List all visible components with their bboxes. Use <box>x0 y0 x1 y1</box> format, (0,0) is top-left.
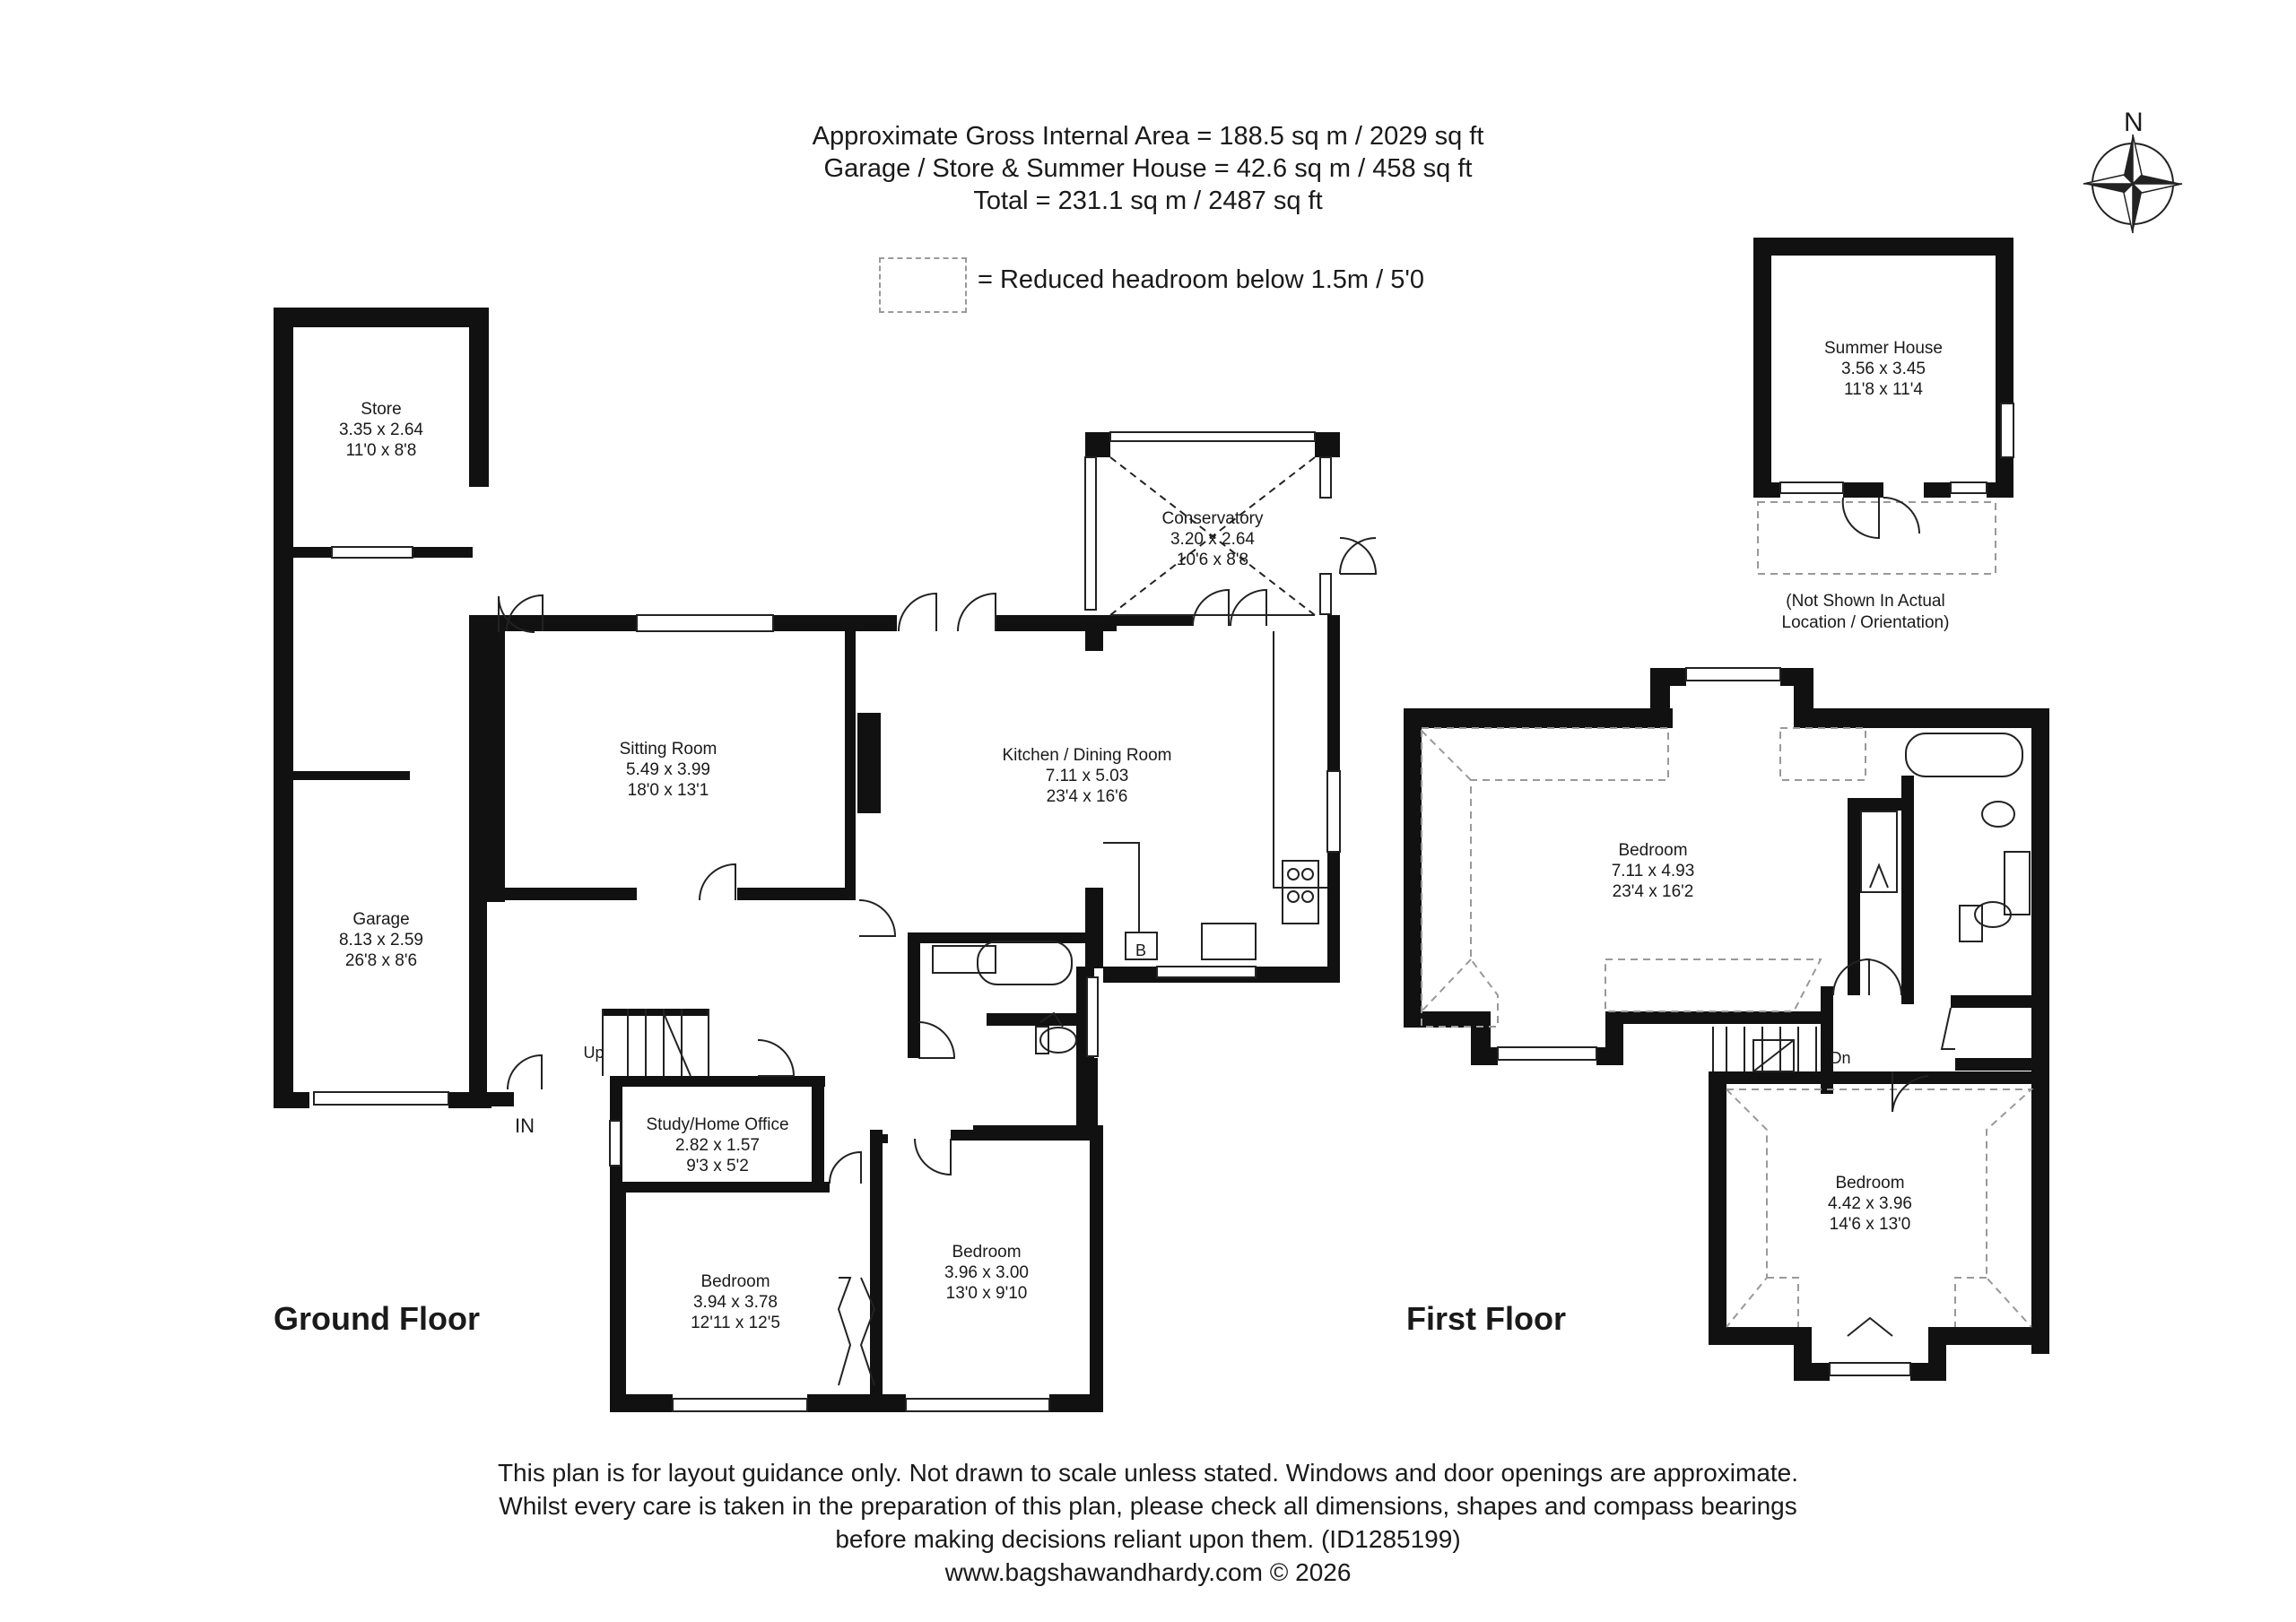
ground-floor-windows <box>313 431 1341 1412</box>
room-name: Study/Home Office <box>646 1115 789 1134</box>
room-name: Summer House <box>1824 339 1943 358</box>
room-label-kitchen: Kitchen / Dining Room 7.11 x 5.03 23'4 x… <box>1002 745 1171 807</box>
room-metric: 3.56 x 3.45 <box>1840 360 1926 378</box>
total-area-line: Total = 231.1 sq m / 2487 sq ft <box>973 186 1323 215</box>
ground-floor-details <box>498 456 1378 1386</box>
room-imperial: 13'0 x 9'10 <box>945 1284 1028 1303</box>
room-metric: 3.94 x 3.78 <box>692 1293 778 1312</box>
room-metric: 7.11 x 4.93 <box>1611 862 1695 880</box>
garage-area-line: Garage / Store & Summer House = 42.6 sq … <box>823 154 1473 183</box>
room-imperial: 18'0 x 13'1 <box>627 781 709 800</box>
room-metric: 4.42 x 3.96 <box>1827 1194 1913 1213</box>
room-name: Kitchen / Dining Room <box>1002 746 1172 765</box>
first-floor-details <box>1421 497 2034 1337</box>
room-label-sitting-room: Sitting Room 5.49 x 3.99 18'0 x 13'1 <box>620 739 718 801</box>
room-imperial: 26'8 x 8'6 <box>344 951 418 970</box>
stairs-down-label: Dn <box>1830 1049 1851 1067</box>
compass-north-label: N <box>2124 108 2144 137</box>
room-label-bedroom-ground-1: Bedroom 3.94 x 3.78 12'11 x 12'5 <box>691 1271 780 1333</box>
room-label-conservatory: Conservatory 3.20 x 2.64 10'6 x 8'8 <box>1162 508 1264 570</box>
ground-floor-title: Ground Floor <box>274 1300 480 1337</box>
room-imperial: 10'6 x 8'8 <box>1176 551 1249 569</box>
room-imperial: 11'8 x 11'4 <box>1844 380 1923 399</box>
ground-floor-walls <box>274 308 1340 1412</box>
disclaimer-line-2: Whilst every care is taken in the prepar… <box>499 1492 1797 1520</box>
room-label-summer-house: Summer House 3.56 x 3.45 11'8 x 11'4 <box>1824 338 1943 400</box>
first-floor-windows <box>1497 403 2014 1376</box>
room-metric: 3.35 x 2.64 <box>338 421 424 439</box>
room-imperial: 11'0 x 8'8 <box>345 441 417 460</box>
room-name: Bedroom <box>952 1243 1022 1262</box>
room-metric: 8.13 x 2.59 <box>338 931 424 950</box>
room-name: Sitting Room <box>619 740 718 759</box>
headroom-legend-swatch <box>879 257 967 313</box>
room-label-bedroom-first-1: Bedroom 7.11 x 4.93 23'4 x 16'2 <box>1612 840 1695 902</box>
room-imperial: 23'4 x 16'6 <box>1046 787 1128 806</box>
first-floor-walls <box>1404 238 2049 1381</box>
disclaimer-line-1: This plan is for layout guidance only. N… <box>497 1459 1799 1487</box>
room-name: Garage <box>352 910 410 929</box>
first-floor-title: First Floor <box>1406 1300 1566 1337</box>
compass-rose-icon <box>2083 134 2183 234</box>
stairs-up-label: Up <box>583 1044 604 1062</box>
disclaimer-line-3: before making decisions reliant upon the… <box>835 1525 1461 1553</box>
room-imperial: 14'6 x 13'0 <box>1829 1215 1911 1234</box>
room-label-study: Study/Home Office 2.82 x 1.57 9'3 x 5'2 <box>646 1115 788 1176</box>
room-name: Bedroom <box>1618 841 1688 860</box>
room-metric: 2.82 x 1.57 <box>674 1136 761 1155</box>
room-name: Bedroom <box>700 1272 770 1291</box>
room-label-bedroom-first-2: Bedroom 4.42 x 3.96 14'6 x 13'0 <box>1828 1173 1912 1235</box>
room-metric: 3.96 x 3.00 <box>944 1263 1030 1282</box>
room-label-garage: Garage 8.13 x 2.59 26'8 x 8'6 <box>339 909 423 971</box>
room-name: Conservatory <box>1161 509 1264 528</box>
room-imperial: 9'3 x 5'2 <box>686 1157 749 1175</box>
room-name: Bedroom <box>1835 1174 1905 1193</box>
gross-area-line: Approximate Gross Internal Area = 188.5 … <box>812 122 1484 151</box>
entrance-label: IN <box>515 1115 535 1137</box>
website-copyright: www.bagshawandhardy.com © 2026 <box>944 1558 1352 1586</box>
room-label-store: Store 3.35 x 2.64 11'0 x 8'8 <box>339 399 423 461</box>
room-imperial: 12'11 x 12'5 <box>691 1314 780 1332</box>
headroom-legend-text: = Reduced headroom below 1.5m / 5'0 <box>978 265 1425 294</box>
boiler-label: B <box>1135 941 1147 959</box>
room-metric: 5.49 x 3.99 <box>625 760 711 779</box>
room-metric: 3.20 x 2.64 <box>1170 530 1256 549</box>
room-imperial: 23'4 x 16'2 <box>1612 882 1694 901</box>
room-metric: 7.11 x 5.03 <box>1045 767 1129 785</box>
room-name: Store <box>361 400 402 419</box>
summer-house-note-1: (Not Shown In Actual <box>1786 592 1945 611</box>
summer-house-note-2: Location / Orientation) <box>1781 613 1950 632</box>
reduced-headroom-outlines <box>1421 501 2034 1328</box>
room-label-bedroom-ground-2: Bedroom 3.96 x 3.00 13'0 x 9'10 <box>944 1242 1029 1304</box>
